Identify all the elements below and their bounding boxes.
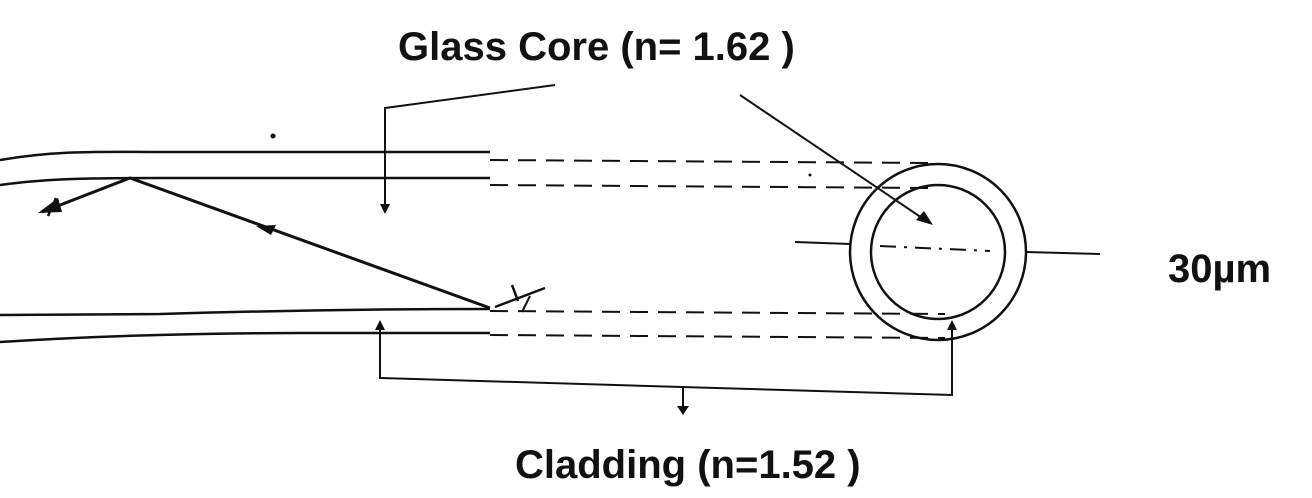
cladding-bracket-arrow-right (947, 320, 957, 330)
dashed-outer-top (489, 159, 936, 164)
axis-left (794, 241, 851, 245)
core-endview-arrowhead (916, 211, 933, 225)
core-circle (869, 183, 1007, 321)
ray-tail-feather-1 (494, 286, 546, 309)
ray-arrow-tail-left (46, 197, 58, 217)
diameter-label: 30µm (1168, 247, 1271, 291)
dashed-core-bottom (489, 310, 946, 315)
core-leader-arrowhead (380, 204, 390, 214)
core-endview-leader (739, 94, 929, 223)
speck (270, 133, 276, 139)
axis-right (1025, 251, 1101, 255)
dashed-outer-bottom (489, 334, 946, 339)
cladding-bracket-arrow-left (375, 320, 385, 330)
core-bottom-line (0, 307, 491, 317)
core-leader-line (384, 84, 556, 210)
ray-arrowhead-middle (256, 225, 276, 235)
ray-tail-feather-3 (521, 295, 531, 313)
speck (808, 173, 812, 177)
cladding-bracket (379, 325, 953, 397)
glass-core-label: Glass Core (n= 1.62 ) (398, 25, 795, 69)
light-ray-path (41, 176, 491, 310)
ray-tail-feather-2 (510, 284, 520, 302)
dashed-core-top (489, 184, 936, 189)
core-top-line (0, 176, 490, 187)
cladding-label: Cladding (n=1.52 ) (515, 443, 861, 487)
fiber-outer-top-line (0, 150, 490, 162)
ray-arrowhead-left (38, 198, 62, 213)
cladding-leader-arrowhead (677, 406, 689, 415)
fiber-outer-bottom-line (0, 331, 490, 344)
axis-center-dashed (879, 245, 991, 252)
